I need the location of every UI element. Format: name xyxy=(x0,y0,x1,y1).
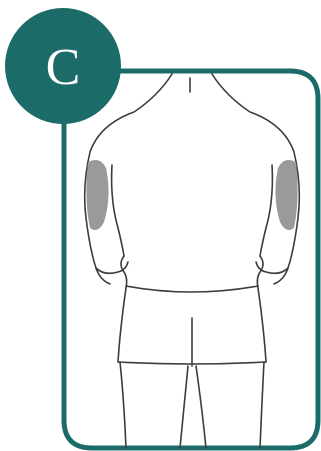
frame-border xyxy=(60,71,318,448)
badge-letter: C xyxy=(46,39,81,96)
